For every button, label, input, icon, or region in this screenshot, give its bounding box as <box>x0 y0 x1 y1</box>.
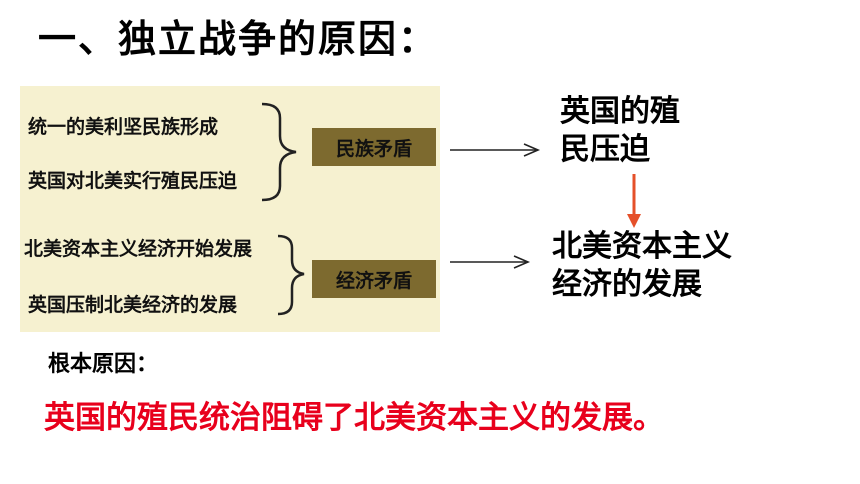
result-line-2: 经济的发展 <box>552 267 702 302</box>
tag-national-contradiction: 民族矛盾 <box>312 128 436 166</box>
root-cause-text: 英国的殖民统治阻碍了北美资本主义的发展。 <box>44 400 664 436</box>
result-line-1: 英国的殖 <box>560 94 680 129</box>
page-title: 一、独立战争的原因： <box>38 17 439 61</box>
brace-bottom <box>277 234 305 316</box>
cause-item-1: 统一的美利坚民族形成 <box>28 116 219 138</box>
cause-item-3: 北美资本主义经济开始发展 <box>24 238 253 260</box>
root-cause-label: 根本原因： <box>48 352 159 377</box>
result-capitalist-development: 北美资本主义 经济的发展 <box>552 228 732 304</box>
brace-top <box>261 102 297 202</box>
result-line-2: 民压迫 <box>560 132 650 167</box>
cause-item-2: 英国对北美实行殖民压迫 <box>28 170 238 192</box>
causes-panel: 统一的美利坚民族形成 英国对北美实行殖民压迫 北美资本主义经济开始发展 英国压制… <box>20 86 440 332</box>
result-line-1: 北美资本主义 <box>552 229 732 264</box>
tag-economic-contradiction: 经济矛盾 <box>312 260 436 298</box>
cause-item-4: 英国压制北美经济的发展 <box>28 294 238 316</box>
result-colonial-oppression: 英国的殖 民压迫 <box>560 93 680 169</box>
